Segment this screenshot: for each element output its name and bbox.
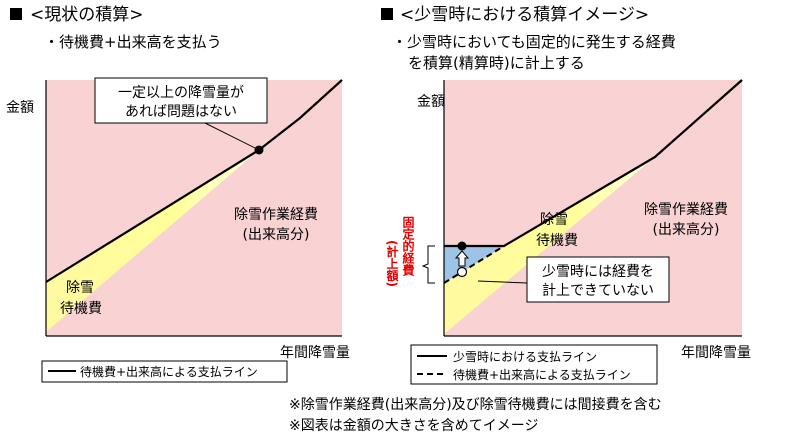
right-callout-leader xyxy=(477,280,528,284)
right-pink-label-1: 除雪作業経費 xyxy=(644,202,728,218)
left-pink-label-1: 除雪作業経費 xyxy=(234,207,318,223)
right-legend-solid-label: 少雪時における支払ライン xyxy=(453,350,597,364)
right-y-axis-label: 金額 xyxy=(417,94,445,110)
right-legend-dashed-label: 待機費+出来高による支払ライン xyxy=(453,367,631,382)
right-yellow-label-2: 待機費 xyxy=(536,233,578,249)
right-yellow-label-1: 除雪 xyxy=(540,212,568,228)
right-heading: <少雪時における積算イメージ> xyxy=(400,5,649,25)
footnote-2: ※図表は金額の大きさを含めてイメージ xyxy=(289,418,538,434)
left-callout-line-2: あれば問題はない xyxy=(125,104,237,120)
left-yellow-label-1: 除雪 xyxy=(66,280,94,296)
right-upper-dot xyxy=(457,241,467,251)
right-yellow-region xyxy=(444,157,655,334)
left-yellow-region xyxy=(46,150,259,332)
hollow-up-arrow-icon xyxy=(454,250,470,267)
right-fixed-cost-label: 固定的経費 xyxy=(401,216,415,277)
right-low-snow-payment-line xyxy=(444,79,743,248)
left-panel: <現状の積算> ・待機費+出来高を支払う 金額 一定以上の降雪量が あれば問題は… xyxy=(6,5,350,383)
right-x-axis-label: 年間降雪量 xyxy=(681,345,751,361)
black-square-bullet-icon xyxy=(10,8,22,20)
right-callout-line-1: 少雪時には経費を xyxy=(542,264,654,280)
right-standard-payment-line-dashed xyxy=(443,245,505,284)
right-subheading-line-1: ・少雪時においても固定的に発生する経費 xyxy=(392,33,676,51)
left-y-axis-label: 金額 xyxy=(6,100,34,116)
left-legend-box xyxy=(41,360,288,383)
right-subheading-line-2: を積算(精算時)に計上する xyxy=(408,54,585,72)
right-callout-box xyxy=(526,256,670,303)
left-pink-label-2: (出来高分) xyxy=(243,226,310,243)
right-panel: <少雪時における積算イメージ> ・少雪時においても固定的に発生する経費 を積算(… xyxy=(381,5,751,385)
right-lower-dot xyxy=(456,266,468,278)
left-yellow-label-2: 待機費 xyxy=(60,301,102,317)
right-legend-box xyxy=(410,344,658,385)
left-payment-line xyxy=(45,79,343,283)
right-callout-line-2: 計上できていない xyxy=(542,283,654,299)
right-fixed-cost-bracket xyxy=(421,245,435,284)
footnote-1: ※除雪作業経費(出来高分)及び除雪待機費には間接費を含む xyxy=(289,396,662,413)
right-fixed-cost-paren-label: (計上額) xyxy=(385,240,399,287)
black-square-bullet-icon xyxy=(381,8,393,20)
left-subheading: ・待機費+出来高を支払う xyxy=(44,33,222,51)
left-callout-box xyxy=(94,77,268,124)
left-callout-leader xyxy=(204,122,260,151)
left-heading: <現状の積算> xyxy=(30,5,144,25)
left-legend-solid-label: 待機費+出来高による支払ライン xyxy=(80,364,258,379)
left-callout-line-1: 一定以上の降雪量が xyxy=(118,85,244,101)
right-pink-label-2: (出来高分) xyxy=(653,221,720,238)
left-x-axis-label: 年間降雪量 xyxy=(280,345,350,361)
